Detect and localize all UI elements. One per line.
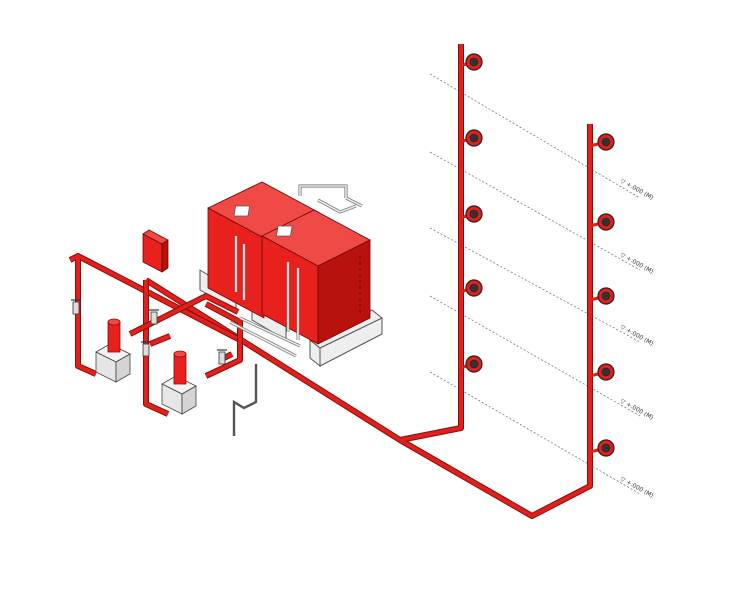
- control-panel-icon: [142, 229, 169, 273]
- valve-icon: [217, 349, 227, 365]
- floor-level-lines: [429, 73, 641, 495]
- level-marker-icon: ▽ +.000 (M): [619, 476, 654, 500]
- valve-body: [218, 351, 226, 365]
- vent-pipe-inner: [299, 185, 363, 213]
- hose-reel-icon: [589, 363, 615, 381]
- reel-hub: [469, 57, 479, 67]
- level-marker-icon: ▽ +.000 (M): [619, 178, 654, 202]
- pump-motor-cap: [107, 318, 121, 326]
- reel-branch: [589, 372, 599, 378]
- pump-icon: [161, 350, 197, 415]
- reel-hub: [469, 359, 479, 369]
- reel-hub: [601, 217, 611, 227]
- reel-branch: [589, 142, 599, 148]
- suction-connections-inner: [229, 236, 301, 357]
- reel-hub: [469, 209, 479, 219]
- valve-body: [142, 343, 150, 357]
- pump-motor: [107, 321, 121, 353]
- level-marker-icon: ▽ +.000 (M): [619, 252, 654, 276]
- reel-branch: [460, 62, 467, 68]
- hose-reel-icon: [589, 287, 615, 305]
- level-marker-icon: ▽ +.000 (M): [619, 324, 654, 348]
- valve-body: [72, 301, 80, 315]
- valve-body: [150, 311, 158, 325]
- valve-icon: [141, 341, 151, 357]
- level-label: ▽ +.000 (M): [619, 398, 654, 422]
- reel-branch: [460, 364, 467, 370]
- pump-2-discharge: [205, 302, 242, 378]
- reel-hub: [601, 137, 611, 147]
- reel-branch: [460, 214, 467, 220]
- pump-motor: [173, 353, 187, 385]
- pump-sets: [71, 299, 227, 415]
- hose-reel-icon: [460, 355, 483, 373]
- reel-hub: [469, 133, 479, 143]
- level-label: ▽ +.000 (M): [619, 324, 654, 348]
- pump-2-header: [144, 280, 169, 416]
- tank-2-side: [317, 239, 371, 345]
- cabinet-side: [161, 239, 169, 273]
- level-label: ▽ +.000 (M): [619, 178, 654, 202]
- pump-base-side: [115, 353, 131, 383]
- hose-reel-icon: [460, 53, 483, 71]
- hose-reels: [460, 53, 615, 457]
- floor-line-5: [429, 371, 641, 495]
- pump-1-header: [69, 254, 241, 376]
- reel-hub: [601, 367, 611, 377]
- level-label: ▽ +.000 (M): [619, 252, 654, 276]
- valve-icon: [149, 309, 159, 325]
- hose-reel-icon: [589, 439, 615, 457]
- riser-main-loop-edge: [397, 44, 593, 519]
- level-marker-icon: ▽ +.000 (M): [619, 398, 654, 422]
- reel-branch: [460, 288, 467, 294]
- floor-line-2: [429, 151, 641, 271]
- valve-icon: [71, 299, 81, 315]
- tank-1-hatch: [233, 205, 251, 217]
- hose-reel-icon: [460, 205, 483, 223]
- cabinet-top: [142, 229, 169, 245]
- hose-reel-icon: [460, 129, 483, 147]
- drain-pipe: [232, 364, 258, 436]
- reel-hub: [469, 283, 479, 293]
- tank-icon: [207, 181, 371, 345]
- level-label: ▽ +.000 (M): [619, 476, 654, 500]
- tank-2-hatch: [275, 225, 293, 237]
- reel-branch: [460, 138, 467, 144]
- level-markers: ▽ +.000 (M) ▽ +.000 (M) ▽ +.000 (M) ▽ +.…: [619, 178, 654, 500]
- pump-motor-cap: [173, 350, 187, 358]
- floor-line-1: [429, 73, 641, 199]
- hose-reel-icon: [589, 133, 615, 151]
- pump-base-side: [181, 385, 197, 415]
- floor-line-4: [429, 295, 641, 417]
- reel-branch: [589, 448, 599, 454]
- hose-reel-icon: [460, 279, 483, 297]
- reel-hub: [601, 443, 611, 453]
- pump-icon: [95, 318, 131, 383]
- reel-hub: [601, 291, 611, 301]
- reel-branch: [589, 296, 599, 302]
- riser-main-loop: [398, 44, 592, 518]
- hose-reel-icon: [589, 213, 615, 231]
- reel-branch: [589, 222, 599, 228]
